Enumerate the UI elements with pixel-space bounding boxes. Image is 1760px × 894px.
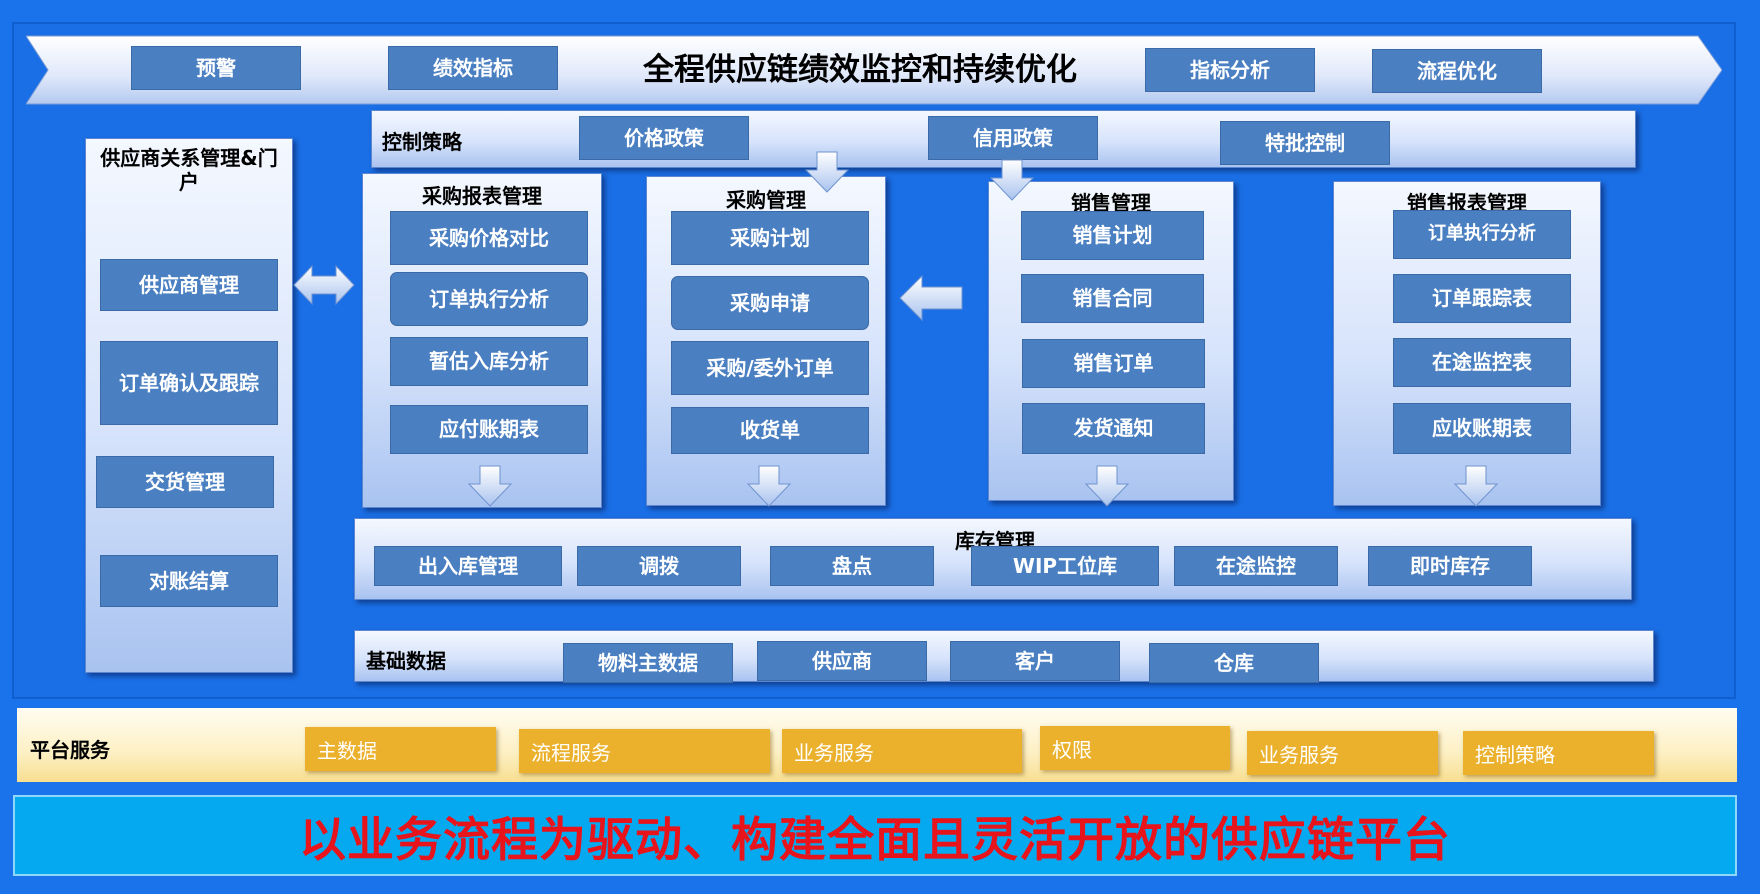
- control-strategy-label: 控制策略: [382, 130, 462, 154]
- order-tracking-table-button[interactable]: 订单跟踪表: [1393, 274, 1571, 323]
- basic-data-label: 基础数据: [366, 649, 446, 673]
- platform-business-service-2-button[interactable]: 业务服务: [1247, 731, 1438, 775]
- banner-title: 全程供应链绩效监控和持续优化: [643, 52, 1077, 88]
- stock-in-out-button[interactable]: 出入库管理: [374, 546, 562, 586]
- warehouse-button[interactable]: 仓库: [1149, 643, 1319, 683]
- reconciliation-settlement-button[interactable]: 对账结算: [100, 555, 278, 607]
- supplier-data-button[interactable]: 供应商: [757, 641, 927, 681]
- sales-plan-button[interactable]: 销售计划: [1021, 211, 1204, 260]
- in-transit-monitor-button[interactable]: 在途监控: [1174, 546, 1338, 586]
- sales-order-execution-analysis-button[interactable]: 订单执行分析: [1393, 210, 1571, 259]
- transfer-button[interactable]: 调拨: [577, 546, 741, 586]
- banner-item-kpi[interactable]: 绩效指标: [388, 46, 558, 90]
- supplier-management-button[interactable]: 供应商管理: [100, 259, 278, 311]
- delivery-management-button[interactable]: 交货管理: [96, 456, 274, 508]
- receivables-aging-button[interactable]: 应收账期表: [1393, 403, 1571, 454]
- down-arrow-icon: [467, 465, 513, 507]
- order-confirm-tracking-button[interactable]: 订单确认及跟踪: [100, 341, 278, 425]
- platform-master-data-button[interactable]: 主数据: [305, 727, 496, 771]
- material-master-button[interactable]: 物料主数据: [563, 643, 733, 683]
- platform-services-label: 平台服务: [30, 738, 110, 762]
- payables-aging-button[interactable]: 应付账期表: [390, 405, 588, 454]
- platform-business-service-button[interactable]: 业务服务: [782, 729, 1022, 773]
- supplier-panel-title: 供应商关系管理&门户: [100, 146, 278, 194]
- double-arrow-icon: [293, 264, 355, 306]
- realtime-stock-button[interactable]: 即时库存: [1368, 546, 1532, 586]
- customer-button[interactable]: 客户: [950, 641, 1120, 681]
- down-arrow-icon: [746, 465, 792, 507]
- purchase-panel-title: 采购管理: [726, 188, 806, 212]
- purchase-outsource-order-button[interactable]: 采购/委外订单: [671, 341, 869, 395]
- wip-station-button[interactable]: WIP工位库: [971, 546, 1159, 586]
- purchase-price-compare-button[interactable]: 采购价格对比: [390, 211, 588, 265]
- control-item-price-policy[interactable]: 价格政策: [579, 116, 749, 160]
- banner-item-process-optimization[interactable]: 流程优化: [1372, 49, 1542, 93]
- stocktake-button[interactable]: 盘点: [770, 546, 934, 586]
- control-item-special-approval[interactable]: 特批控制: [1220, 121, 1390, 165]
- purchase-plan-button[interactable]: 采购计划: [671, 211, 869, 265]
- estimated-receipt-analysis-button[interactable]: 暂估入库分析: [390, 337, 588, 386]
- down-arrow-icon: [989, 159, 1035, 201]
- left-arrow-icon: [899, 274, 963, 322]
- receipt-note-button[interactable]: 收货单: [671, 407, 869, 454]
- control-item-credit-policy[interactable]: 信用政策: [928, 116, 1098, 160]
- platform-control-strategy-button[interactable]: 控制策略: [1463, 731, 1654, 775]
- down-arrow-icon: [1084, 465, 1130, 507]
- down-arrow-icon: [1453, 465, 1499, 507]
- banner-item-indicator-analysis[interactable]: 指标分析: [1145, 48, 1315, 92]
- slogan-text: 以业务流程为驱动、构建全面且灵活开放的供应链平台: [299, 813, 1451, 868]
- banner-item-warning[interactable]: 预警: [131, 46, 301, 90]
- shipping-notice-button[interactable]: 发货通知: [1022, 403, 1205, 454]
- platform-permission-button[interactable]: 权限: [1040, 726, 1230, 770]
- purchase-request-button[interactable]: 采购申请: [671, 276, 869, 330]
- down-arrow-icon: [804, 151, 850, 193]
- slogan-bar: 以业务流程为驱动、构建全面且灵活开放的供应链平台: [13, 795, 1737, 876]
- in-transit-monitor-table-button[interactable]: 在途监控表: [1393, 338, 1571, 387]
- order-execution-analysis-button[interactable]: 订单执行分析: [390, 272, 588, 326]
- sales-order-button[interactable]: 销售订单: [1022, 339, 1205, 388]
- platform-process-service-button[interactable]: 流程服务: [519, 729, 770, 773]
- sales-contract-button[interactable]: 销售合同: [1021, 274, 1204, 323]
- purchase-report-title: 采购报表管理: [422, 184, 542, 208]
